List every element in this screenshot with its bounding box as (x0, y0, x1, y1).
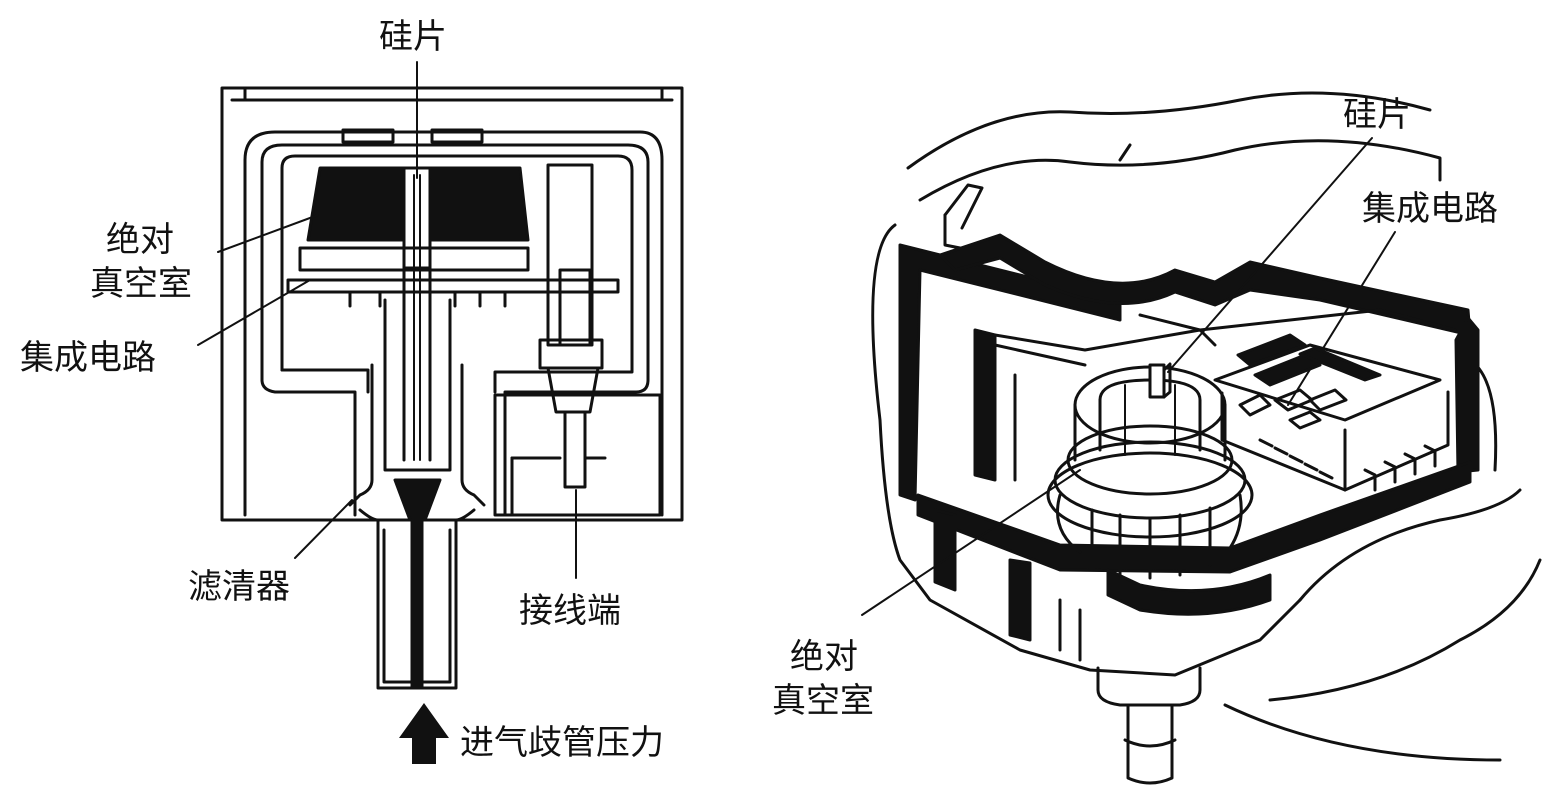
label-silicon-chip-left: 硅片 (379, 17, 447, 57)
right-integrated-circuit (1213, 333, 1450, 492)
label-absolute-vacuum-left-line1: 绝对 (106, 220, 174, 260)
right-leader-lines (861, 137, 1396, 616)
right-sensor-outline (871, 91, 1542, 762)
left-leader-lines (197, 61, 577, 579)
label-terminal: 接线端 (519, 591, 621, 631)
label-integrated-circuit-right: 集成电路 (1362, 189, 1498, 229)
left-pressure-channel (348, 174, 486, 690)
up-arrow-icon (399, 703, 449, 764)
left-sensor-housing (220, 86, 684, 522)
label-absolute-vacuum-right-line2: 真空室 (772, 681, 874, 721)
label-manifold-pressure: 进气歧管压力 (460, 723, 664, 763)
right-bottom-tube (1058, 598, 1202, 785)
left-terminal (493, 163, 662, 517)
right-inner-chamber (993, 308, 1457, 482)
left-integrated-circuit (286, 246, 620, 308)
label-absolute-vacuum-left-line2: 真空室 (90, 264, 192, 304)
right-housing-walls (898, 233, 1480, 642)
label-integrated-circuit-left: 集成电路 (20, 338, 156, 378)
right-cylinder (1046, 362, 1254, 580)
label-filter: 滤清器 (188, 567, 290, 607)
label-silicon-chip-right: 硅片 (1343, 95, 1411, 135)
label-absolute-vacuum-right-line1: 绝对 (790, 637, 858, 677)
left-vacuum-chamber (306, 166, 530, 270)
